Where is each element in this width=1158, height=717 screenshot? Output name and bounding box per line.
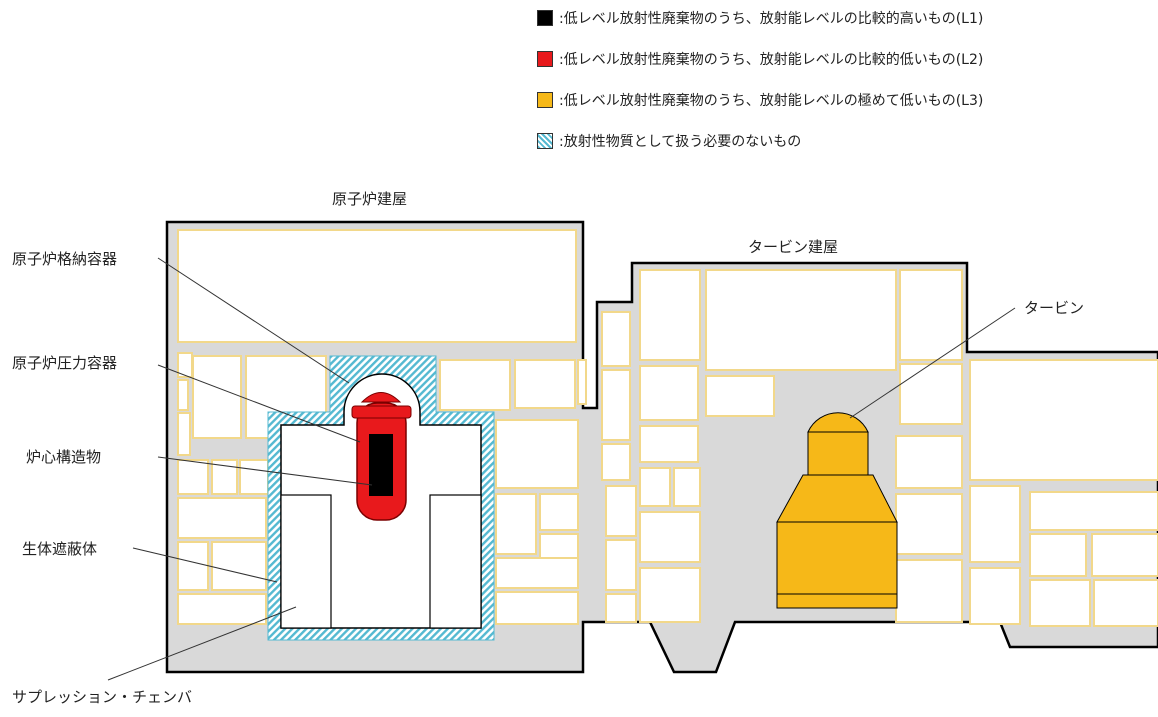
legend-text-l2: :低レベル放射性廃棄物のうち、放射能レベルの比較的低いもの(L2) xyxy=(559,52,984,68)
room xyxy=(211,541,267,591)
room xyxy=(177,229,577,343)
room xyxy=(895,559,963,623)
room xyxy=(601,369,631,441)
room xyxy=(601,443,631,481)
room xyxy=(177,412,191,456)
room xyxy=(899,363,963,425)
room xyxy=(495,419,579,489)
room xyxy=(1029,579,1091,627)
room xyxy=(495,557,579,589)
room xyxy=(639,425,699,463)
room xyxy=(639,567,701,623)
legend-text-l1: :低レベル放射性廃棄物のうち、放射能レベルの比較的高いもの(L1) xyxy=(559,11,984,27)
room xyxy=(177,497,267,539)
legend-swatch-l2 xyxy=(537,51,553,67)
suppression-chamber-label: サプレッション・チェンバ xyxy=(12,688,193,706)
room xyxy=(639,269,701,361)
room xyxy=(577,359,587,405)
room xyxy=(177,379,189,411)
room xyxy=(601,311,631,367)
room xyxy=(177,459,209,495)
room xyxy=(639,365,699,421)
legend-swatch-l3 xyxy=(537,92,553,108)
turbine-label: タービン xyxy=(1024,299,1085,317)
core-structure-label: 炉心構造物 xyxy=(26,448,102,466)
room xyxy=(895,435,963,489)
room xyxy=(705,269,897,371)
core-structure xyxy=(369,434,393,496)
room xyxy=(1093,579,1158,627)
room xyxy=(895,493,963,555)
room xyxy=(605,485,637,537)
room xyxy=(969,359,1158,481)
room xyxy=(673,467,701,507)
room xyxy=(495,591,579,625)
legend-swatch-l1 xyxy=(537,10,553,26)
room xyxy=(639,511,701,563)
room xyxy=(177,541,209,591)
room xyxy=(639,467,671,507)
room xyxy=(1029,491,1158,531)
room xyxy=(705,375,775,417)
room xyxy=(969,485,1021,563)
turbine xyxy=(776,412,898,609)
room xyxy=(1091,533,1158,577)
pressure-vessel-label: 原子炉圧力容器 xyxy=(12,354,118,372)
room xyxy=(439,359,511,411)
leader-lines xyxy=(107,257,1016,681)
room xyxy=(969,567,1021,625)
room xyxy=(495,493,537,555)
reactor-building-label: 原子炉建屋 xyxy=(332,190,408,208)
room xyxy=(211,459,238,495)
room xyxy=(192,355,242,439)
room xyxy=(1029,533,1087,577)
room xyxy=(539,493,579,531)
room xyxy=(514,359,576,409)
room xyxy=(605,593,637,623)
room xyxy=(539,533,579,561)
legend-text-l3: :低レベル放射性廃棄物のうち、放射能レベルの極めて低いもの(L3) xyxy=(559,93,984,109)
room xyxy=(899,269,963,361)
containment-vessel-label: 原子炉格納容器 xyxy=(12,250,118,268)
room xyxy=(605,539,637,591)
legend-swatch-clearance xyxy=(537,133,553,149)
room xyxy=(239,459,269,495)
biological-shield-label: 生体遮蔽体 xyxy=(22,540,98,558)
containment-internal-walls xyxy=(280,494,482,629)
legend-text-clearance: :放射性物質として扱う必要のないもの xyxy=(559,134,802,150)
turbine-building-label: タービン建屋 xyxy=(748,238,839,256)
room xyxy=(177,593,267,625)
